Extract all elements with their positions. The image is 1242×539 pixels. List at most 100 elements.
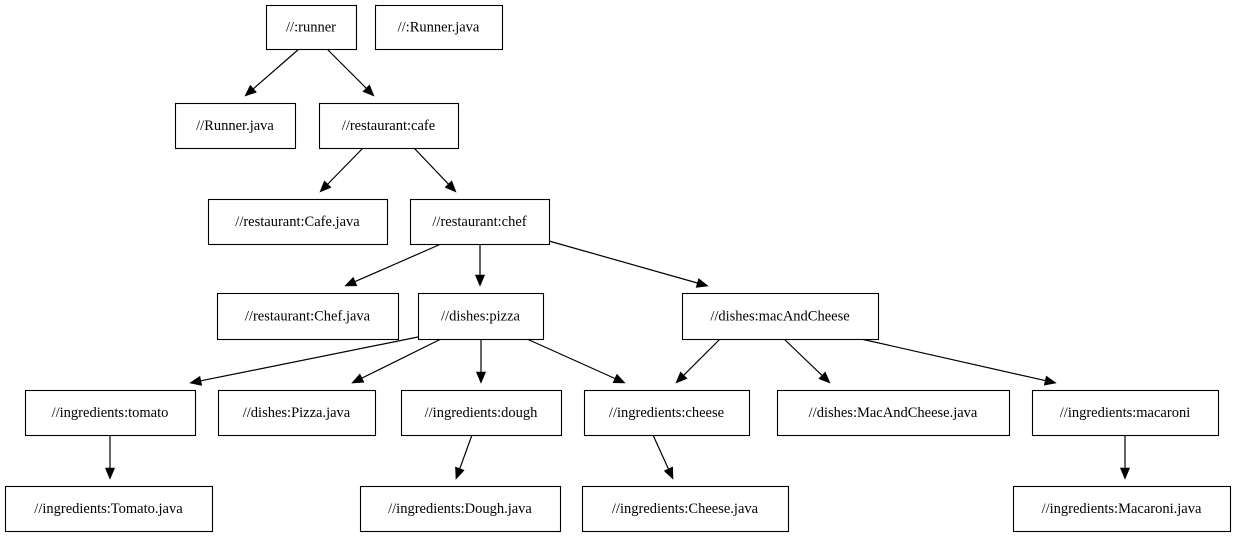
nodes-layer: //:runner //:Runner.java //Runner.java //re…: [4, 4, 1232, 533]
edge-line: [200, 336, 419, 382]
node-restaurant_cafe_java[interactable]: //restaurant:Cafe.java: [207, 198, 389, 246]
arrowhead-icon: [1043, 375, 1057, 386]
node-box[interactable]: [318, 102, 460, 150]
arrowhead-icon: [1119, 467, 1131, 480]
arrowhead-icon: [818, 371, 831, 384]
node-label: //ingredients:tomato: [52, 405, 169, 421]
arrowhead-icon: [474, 274, 486, 287]
arrowhead-icon: [455, 466, 465, 480]
edge-ingredients_dough-to-dough_java: [455, 434, 473, 480]
edge-line: [252, 48, 300, 90]
node-label: //dishes:MacAndCheese.java: [809, 405, 978, 421]
node-box[interactable]: [207, 198, 389, 246]
arrowhead-icon: [362, 84, 375, 97]
node-box[interactable]: [265, 4, 358, 51]
edge-line: [860, 338, 1046, 382]
node-box[interactable]: [681, 292, 880, 341]
node-restaurant_chef_java[interactable]: //restaurant:Chef.java: [216, 292, 400, 341]
edge-line: [327, 147, 364, 185]
node-label: //ingredients:Macaroni.java: [1042, 501, 1202, 517]
node-tomato_java[interactable]: //ingredients:Tomato.java: [4, 485, 214, 533]
node-dough_java[interactable]: //ingredients:Dough.java: [359, 485, 562, 533]
node-dishes_macandcheese[interactable]: //dishes:macAndCheese: [681, 292, 880, 341]
node-dishes_pizza[interactable]: //dishes:pizza: [417, 292, 545, 341]
node-ingredients_dough[interactable]: //ingredients:dough: [400, 389, 563, 437]
node-label: //restaurant:Chef.java: [245, 308, 371, 324]
node-label: //dishes:macAndCheese: [710, 308, 849, 324]
node-runner_java_root[interactable]: //:Runner.java: [374, 4, 504, 51]
node-runner_java[interactable]: //Runner.java: [174, 102, 297, 150]
edge-restaurant_chef-to-dishes_pizza: [474, 244, 486, 287]
edge-dishes_macandcheese-to-ingredients_macaroni: [860, 338, 1057, 386]
arrowhead-icon: [319, 180, 332, 193]
edge-line: [783, 338, 823, 376]
node-label: //:Runner.java: [398, 19, 480, 35]
node-cheese_java[interactable]: //ingredients:Cheese.java: [581, 485, 790, 533]
node-box[interactable]: [400, 389, 563, 437]
node-box[interactable]: [24, 389, 197, 437]
edge-runner-to-runner_java: [244, 48, 300, 97]
node-ingredients_macaroni[interactable]: //ingredients:macaroni: [1031, 389, 1220, 437]
node-label: //ingredients:dough: [425, 405, 539, 421]
node-label: //ingredients:Tomato.java: [34, 501, 183, 517]
node-box[interactable]: [217, 389, 377, 437]
node-label: //restaurant:cafe: [342, 118, 435, 134]
edges-layer: [104, 48, 1131, 480]
node-runner[interactable]: //:runner: [265, 4, 358, 51]
edge-ingredients_tomato-to-tomato_java: [104, 435, 116, 480]
edge-dishes_pizza-to-ingredients_dough: [475, 339, 487, 384]
edge-line: [459, 434, 473, 469]
edge-restaurant_chef-to-dishes_macandcheese: [548, 240, 709, 288]
edge-line: [413, 147, 449, 185]
node-ingredients_tomato[interactable]: //ingredients:tomato: [24, 389, 197, 437]
node-restaurant_cafe[interactable]: //restaurant:cafe: [318, 102, 460, 150]
node-box[interactable]: [776, 389, 1011, 437]
edge-dishes_pizza-to-dishes_pizza_java: [351, 338, 442, 384]
edge-dishes_macandcheese-to-dishes_mac_java: [783, 338, 831, 384]
node-dishes_pizza_java[interactable]: //dishes:Pizza.java: [217, 389, 377, 437]
node-restaurant_chef[interactable]: //restaurant:chef: [409, 198, 551, 246]
arrowhead-icon: [244, 84, 257, 97]
node-label: //ingredients:Cheese.java: [612, 501, 759, 517]
node-label: //restaurant:chef: [432, 214, 526, 230]
node-box[interactable]: [216, 292, 400, 341]
node-ingredients_cheese[interactable]: //ingredients:cheese: [583, 389, 751, 437]
node-box[interactable]: [583, 389, 751, 437]
arrowhead-icon: [675, 371, 688, 384]
arrowhead-icon: [104, 467, 116, 480]
node-label: //dishes:Pizza.java: [243, 405, 351, 421]
edge-restaurant_chef-to-restaurant_chef_java: [344, 243, 442, 287]
arrowhead-icon: [344, 276, 358, 287]
node-box[interactable]: [359, 485, 562, 533]
edge-dishes_pizza-to-ingredients_tomato: [189, 336, 419, 386]
node-label: //restaurant:Cafe.java: [235, 214, 360, 230]
node-macaroni_java[interactable]: //ingredients:Macaroni.java: [1012, 485, 1232, 533]
edge-ingredients_cheese-to-cheese_java: [652, 434, 674, 480]
node-box[interactable]: [174, 102, 297, 150]
arrowhead-icon: [612, 373, 626, 384]
node-box[interactable]: [581, 485, 790, 533]
node-box[interactable]: [374, 4, 504, 51]
edge-line: [548, 240, 698, 284]
node-box[interactable]: [409, 198, 551, 246]
arrowhead-icon: [189, 375, 203, 386]
arrowhead-icon: [663, 466, 674, 480]
node-box[interactable]: [4, 485, 214, 533]
node-box[interactable]: [1012, 485, 1232, 533]
arrowhead-icon: [475, 371, 487, 384]
edge-line: [354, 243, 442, 283]
edge-restaurant_cafe-to-restaurant_chef: [413, 147, 457, 193]
node-dishes_mac_java[interactable]: //dishes:MacAndCheese.java: [776, 389, 1011, 437]
node-label: //Runner.java: [196, 118, 274, 134]
node-box[interactable]: [417, 292, 545, 341]
node-box[interactable]: [1031, 389, 1220, 437]
node-label: //ingredients:cheese: [609, 405, 724, 421]
node-label: //dishes:pizza: [441, 308, 520, 324]
arrowhead-icon: [695, 278, 709, 288]
edge-restaurant_cafe-to-restaurant_cafe_java: [319, 147, 364, 193]
node-label: //ingredients:Dough.java: [388, 501, 532, 517]
edge-dishes_macandcheese-to-ingredients_cheese: [675, 338, 721, 384]
